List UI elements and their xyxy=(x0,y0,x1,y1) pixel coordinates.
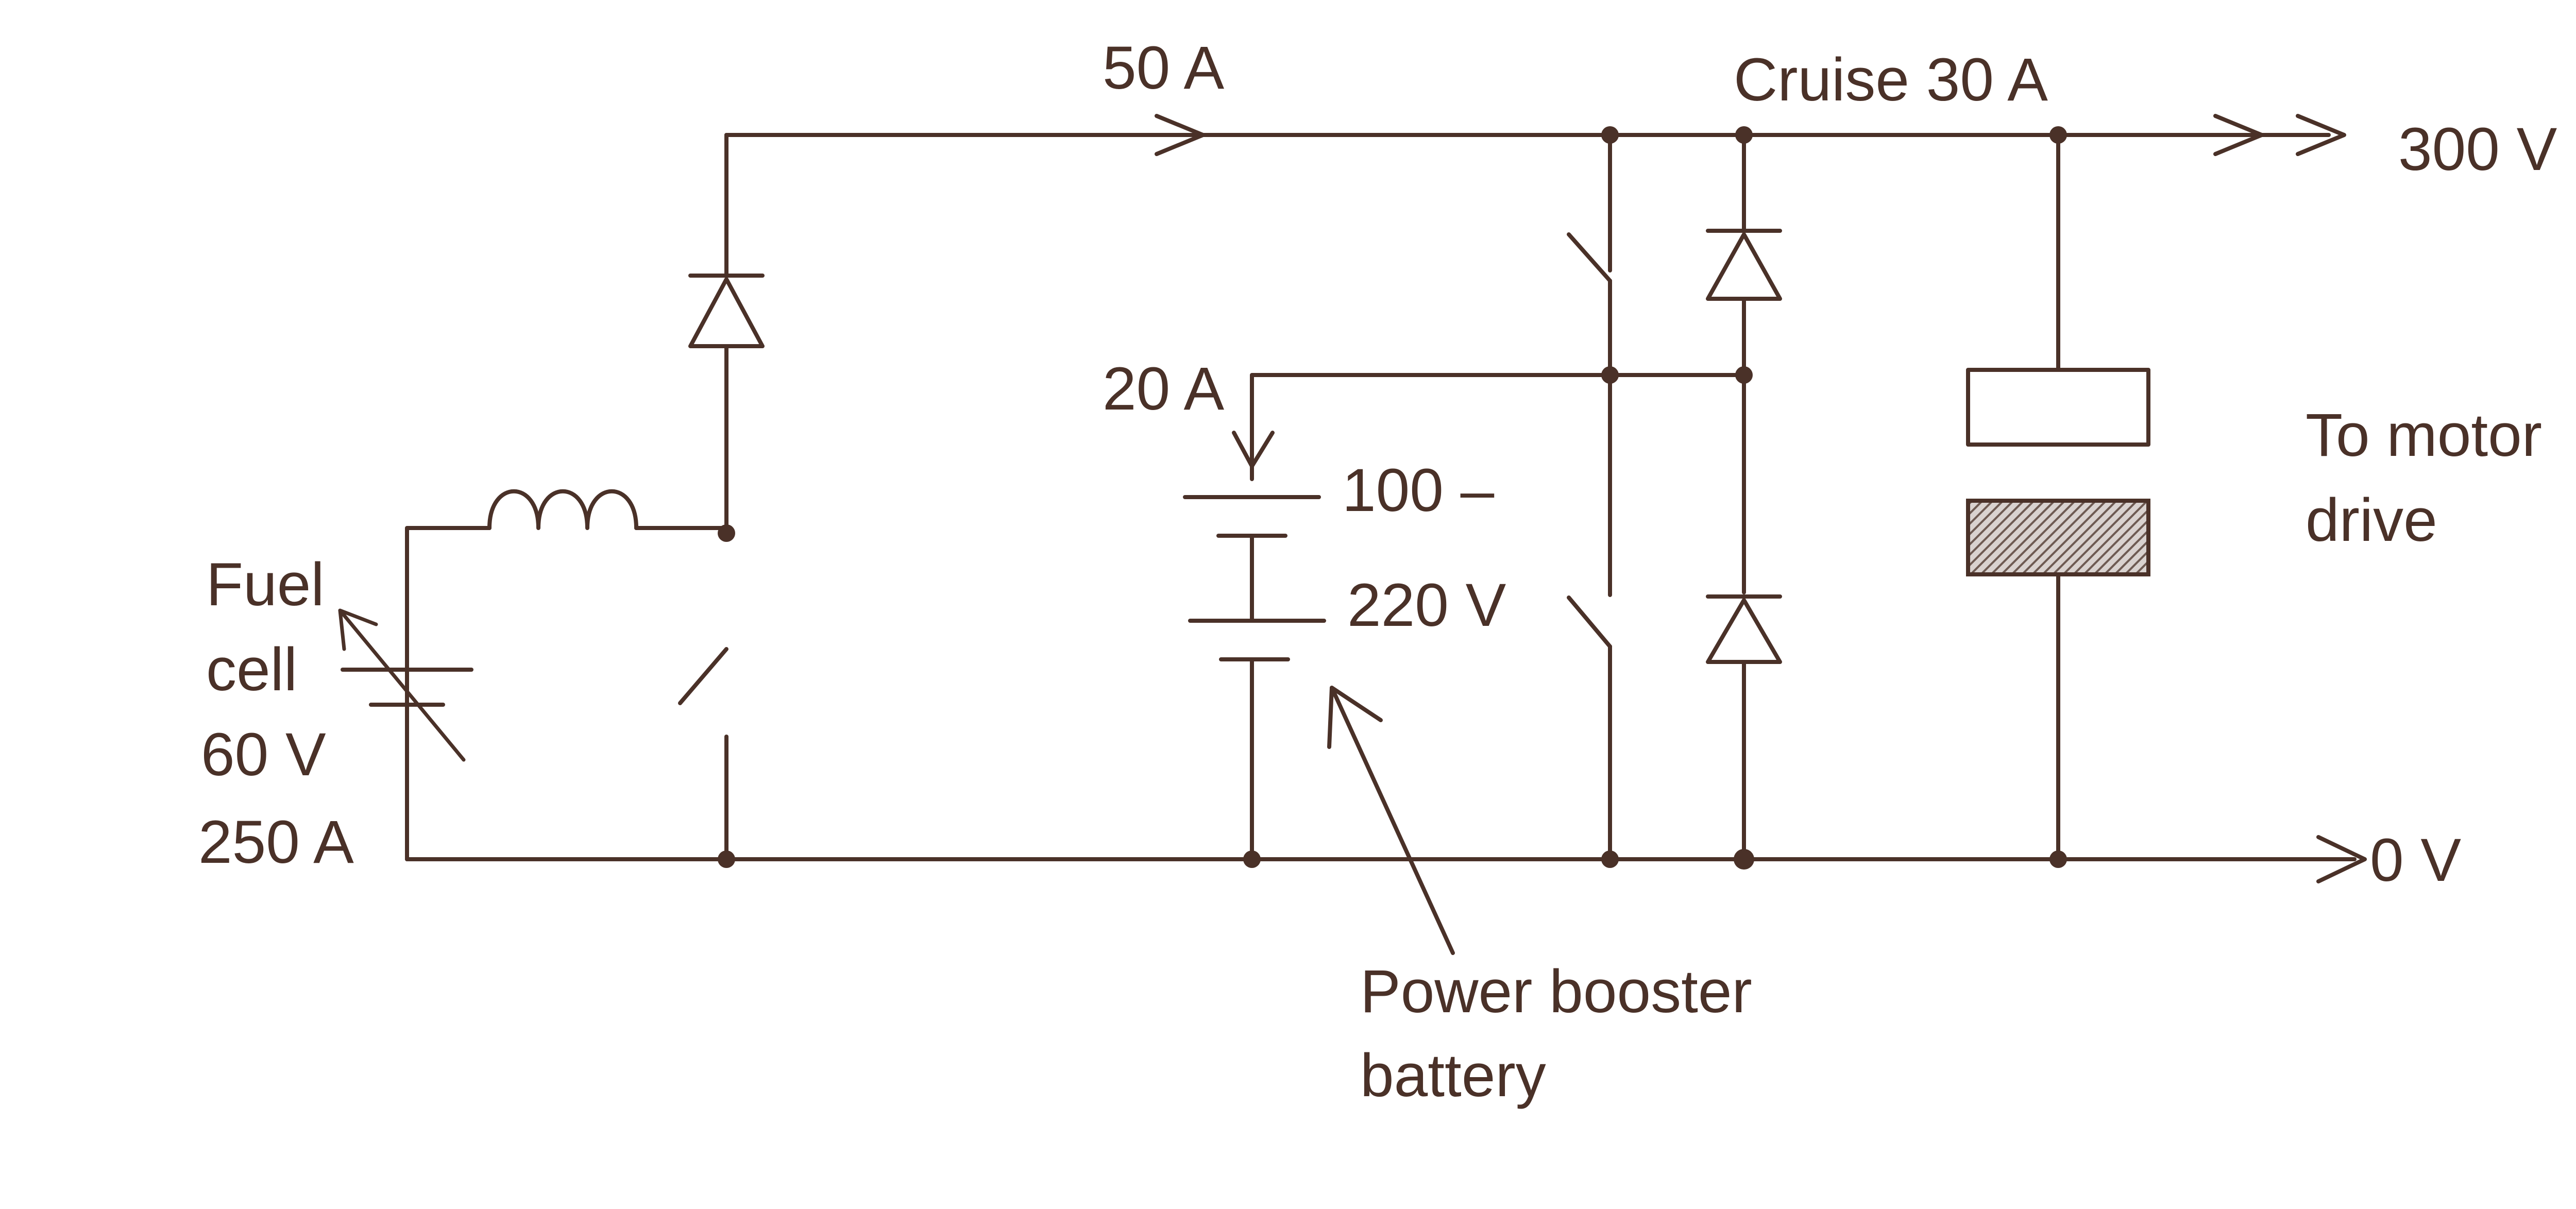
arrow-50a xyxy=(1155,114,1205,156)
ground-arrow xyxy=(2316,835,2367,883)
capacitor-top-plate xyxy=(1966,368,2150,447)
junction-dot xyxy=(718,524,735,542)
label-100: 100 – xyxy=(1342,456,1495,524)
junction-dot xyxy=(1601,850,1619,868)
junction-dot xyxy=(718,850,735,868)
lower-switch xyxy=(1567,595,1612,649)
boost-switch xyxy=(678,647,728,705)
fuel-cell-left-wire xyxy=(405,526,492,861)
junction-dot xyxy=(1601,366,1619,384)
label-battery: battery xyxy=(1360,1042,1546,1110)
lower-diode xyxy=(1706,594,1782,664)
label-220v: 220 V xyxy=(1347,571,1506,639)
label-power-booster: Power booster xyxy=(1360,958,1752,1026)
inductor xyxy=(487,489,638,530)
boost-diode xyxy=(688,274,765,348)
label-60v: 60 V xyxy=(201,721,326,789)
junction-dot xyxy=(1734,849,1754,870)
battery-wire-top xyxy=(1250,373,1746,481)
battery-cell-1 xyxy=(1183,495,1321,538)
arrow-20a xyxy=(1232,431,1275,468)
junction-dot xyxy=(1735,126,1753,144)
label-50a: 50 A xyxy=(1103,34,1225,102)
junction-dot xyxy=(1601,126,1619,144)
upper-diode xyxy=(1706,229,1782,301)
fuel-cell-variable-arrow xyxy=(338,608,466,762)
upper-switch xyxy=(1567,232,1612,283)
junction-dot xyxy=(2049,850,2067,868)
label-cruise-30a: Cruise 30 A xyxy=(1734,46,2048,114)
junction-dot xyxy=(1243,850,1261,868)
capacitor-bottom-plate xyxy=(1966,499,2150,576)
junction-dot xyxy=(2049,126,2067,144)
label-300v-dc: 300 V DC xyxy=(2398,115,2576,183)
label-0v: 0 V xyxy=(2370,826,2461,894)
junction-dot xyxy=(1735,366,1753,384)
label-cell: cell xyxy=(206,636,297,704)
battery-cell-2 xyxy=(1188,619,1326,661)
label-20a: 20 A xyxy=(1103,355,1225,423)
label-250a: 250 A xyxy=(198,808,354,876)
battery-pointer-arrow xyxy=(1327,686,1455,955)
label-fuel: Fuel xyxy=(206,551,325,619)
label-drive: drive xyxy=(2306,486,2437,554)
label-to-motor: To motor xyxy=(2306,401,2542,469)
output-arrow xyxy=(2213,114,2346,156)
